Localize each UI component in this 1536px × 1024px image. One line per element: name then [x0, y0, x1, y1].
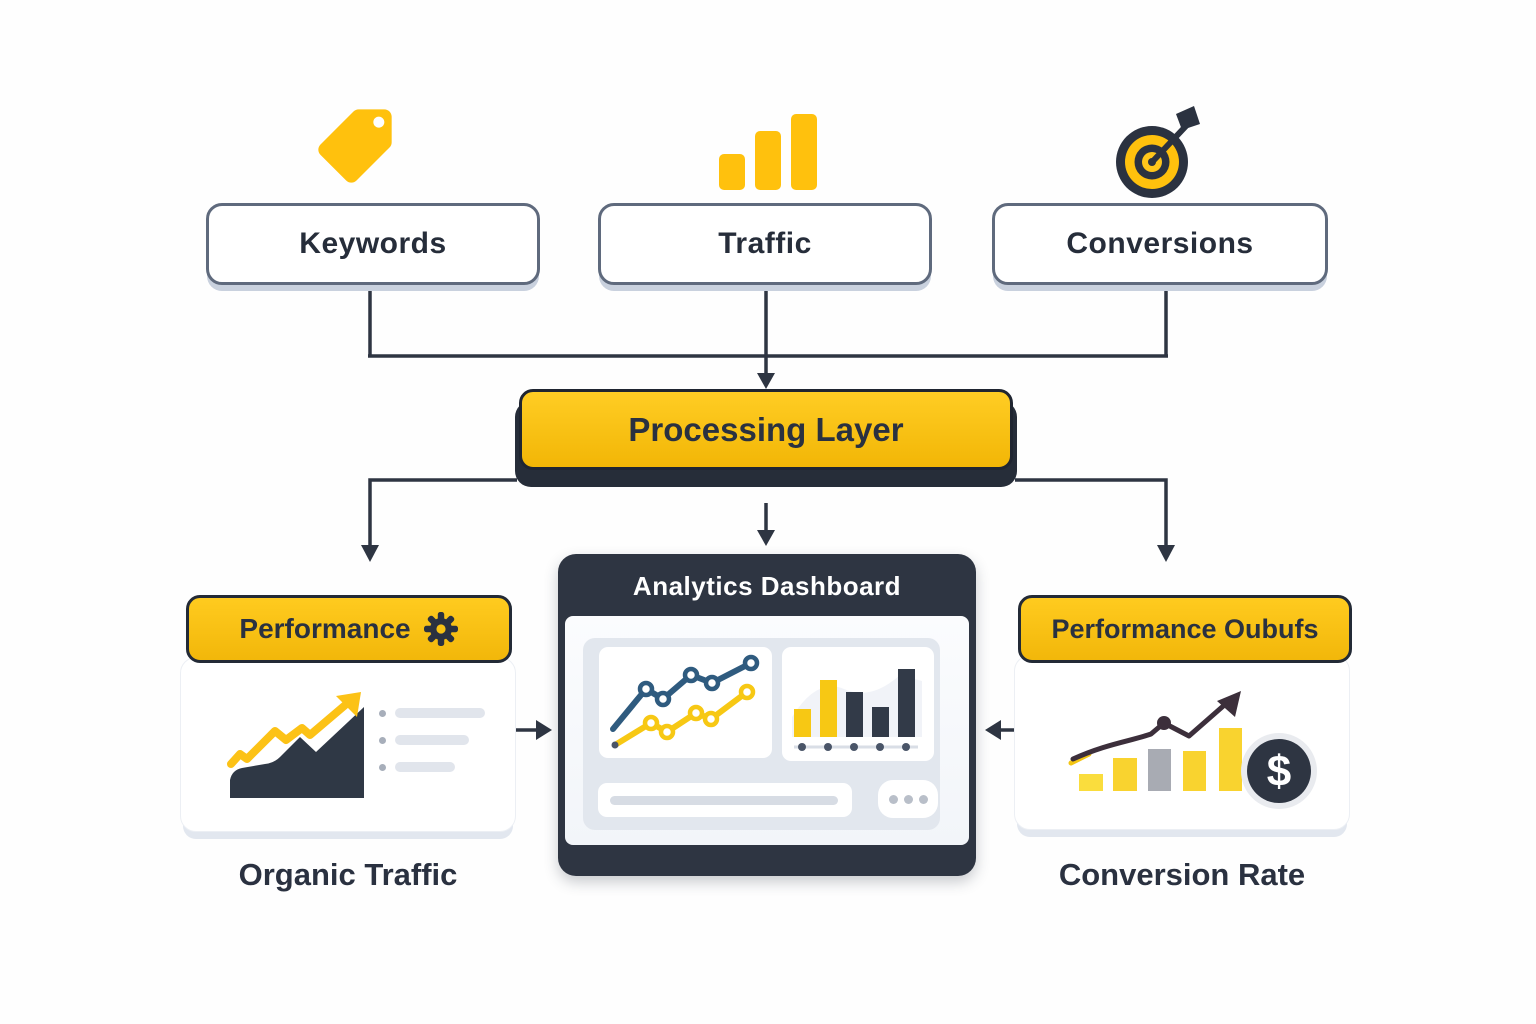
text-placeholder-line	[610, 795, 838, 805]
ellipsis-icon	[878, 780, 938, 818]
performance-outputs-header: Performance Oubufs	[1018, 595, 1352, 663]
dashboard-screen	[565, 616, 969, 845]
bar-chart-illustration	[792, 669, 922, 751]
target-icon	[1116, 106, 1200, 198]
line-chart-illustration	[610, 654, 760, 749]
dashboard-toolbar	[598, 783, 852, 817]
growth-chart-illustration	[227, 692, 364, 798]
input-node-label: Traffic	[718, 227, 812, 260]
bar-chart-widget	[782, 647, 934, 761]
text-placeholder-line	[395, 708, 485, 718]
input-node-traffic: Traffic	[598, 203, 932, 285]
performance-header-label: Performance	[239, 613, 411, 644]
dashboard-title: Analytics Dashboard	[632, 571, 902, 601]
line-chart-widget	[599, 647, 772, 758]
revenue-chart-illustration: $	[1068, 691, 1317, 809]
bullet-dot	[379, 736, 386, 744]
performance-outputs-header-label: Performance Oubufs	[1051, 613, 1319, 644]
list-item	[379, 735, 485, 745]
input-node-conversions: Conversions	[992, 203, 1328, 285]
dollar-symbol: $	[1267, 747, 1291, 796]
organic-traffic-card	[180, 657, 516, 832]
text-placeholder-line	[395, 735, 469, 745]
performance-header: Performance	[186, 595, 512, 663]
summary-list	[379, 708, 485, 789]
analytics-dashboard: Analytics Dashboard	[558, 554, 976, 876]
conversion-rate-card: $	[1014, 655, 1350, 830]
list-item	[379, 708, 485, 718]
bullet-dot	[379, 763, 386, 771]
bullet-dot	[379, 709, 386, 717]
input-node-label: Keywords	[299, 227, 447, 260]
dashboard-panel	[583, 638, 940, 830]
list-item	[379, 762, 485, 772]
text-placeholder-line	[395, 762, 455, 772]
input-node-label: Conversions	[1066, 227, 1254, 260]
organic-traffic-caption: Organic Traffic	[238, 857, 458, 892]
gear-icon	[423, 612, 458, 646]
conversion-rate-caption: Conversion Rate	[1058, 857, 1306, 892]
input-node-keywords: Keywords	[206, 203, 540, 285]
bar-chart-icon	[719, 114, 817, 190]
tag-icon	[318, 109, 392, 183]
processing-layer-node: Processing Layer	[519, 389, 1013, 470]
processing-layer-label: Processing Layer	[628, 410, 904, 448]
